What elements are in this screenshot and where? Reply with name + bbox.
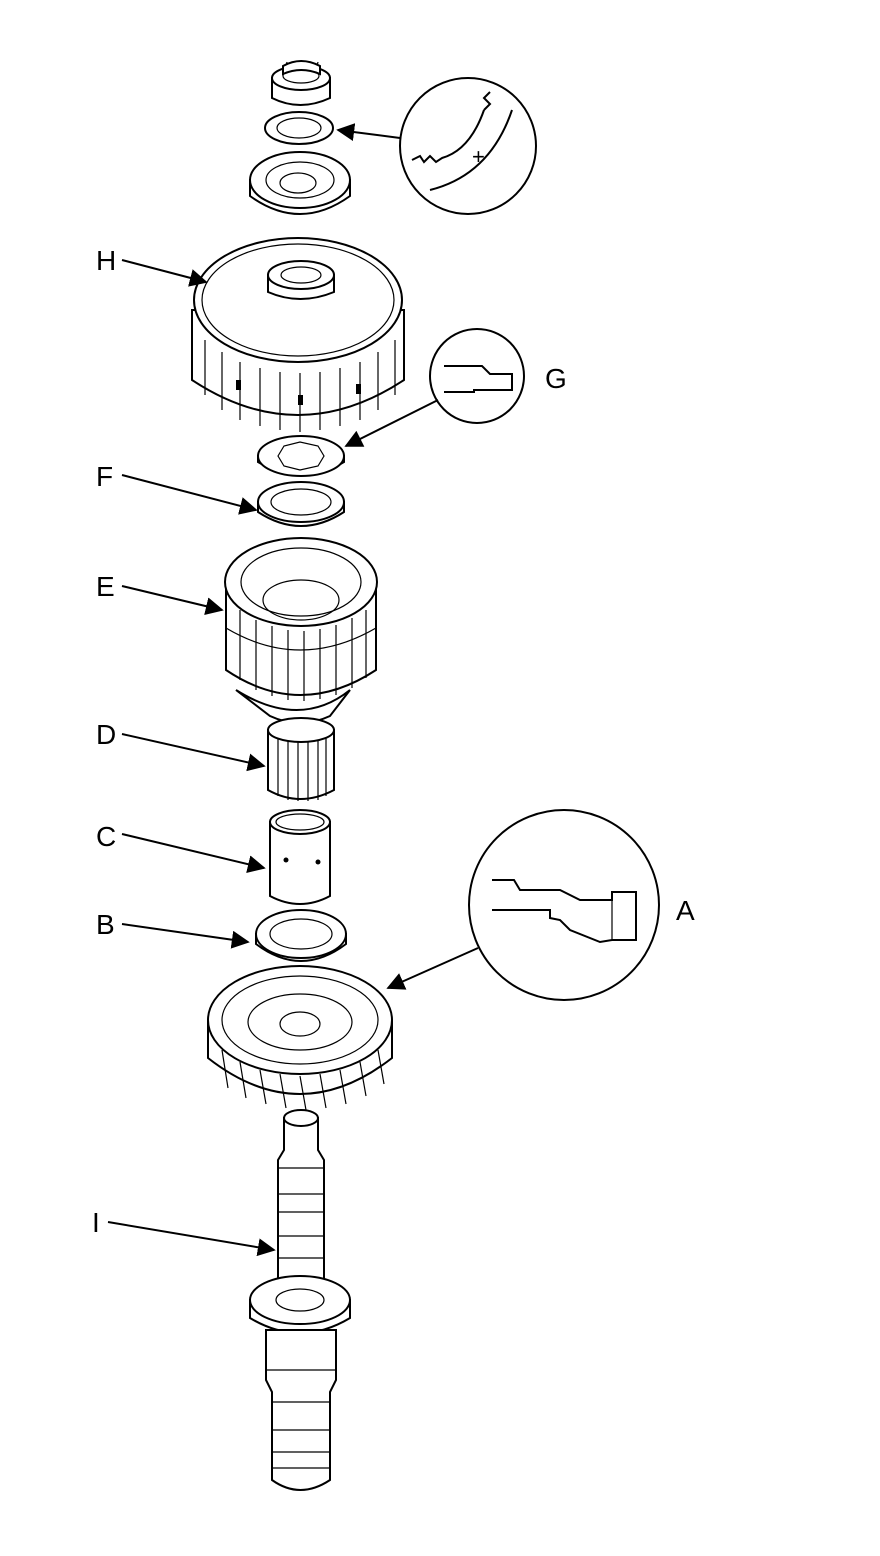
part-h-clutch-drum xyxy=(191,237,405,432)
label-a: A xyxy=(676,895,695,926)
part-b-thrust-bearing xyxy=(255,909,347,962)
label-b: B xyxy=(96,909,115,940)
label-g: G xyxy=(545,363,567,394)
part-f-needle-bearing xyxy=(257,481,345,527)
label-f: F xyxy=(96,461,113,492)
detail-circle-top: + xyxy=(336,77,537,215)
label-i: I xyxy=(92,1207,100,1238)
part-i-mainshaft xyxy=(249,1109,351,1491)
detail-circle-g xyxy=(344,328,525,447)
top-bearing xyxy=(249,151,351,215)
part-g-thrust-washer xyxy=(257,435,345,477)
leader-b xyxy=(121,923,250,949)
leader-f xyxy=(121,474,258,515)
leader-h xyxy=(121,259,208,287)
label-c: C xyxy=(96,821,116,852)
part-d-needle-cage xyxy=(267,717,335,801)
part-c-distance-collar xyxy=(269,809,331,905)
leader-e xyxy=(121,585,224,615)
part-e-double-gear xyxy=(224,537,378,724)
svg-text:+: + xyxy=(472,144,485,169)
leader-d xyxy=(121,733,266,772)
detail-circle-a xyxy=(386,809,660,1001)
label-h: H xyxy=(96,245,116,276)
label-e: E xyxy=(96,571,115,602)
leader-c xyxy=(121,833,266,873)
top-washer xyxy=(264,111,334,145)
lock-nut xyxy=(271,60,331,106)
label-d: D xyxy=(96,719,116,750)
large-helical-gear xyxy=(207,965,393,1111)
leader-i xyxy=(107,1221,276,1257)
leader-lines xyxy=(107,259,276,1257)
